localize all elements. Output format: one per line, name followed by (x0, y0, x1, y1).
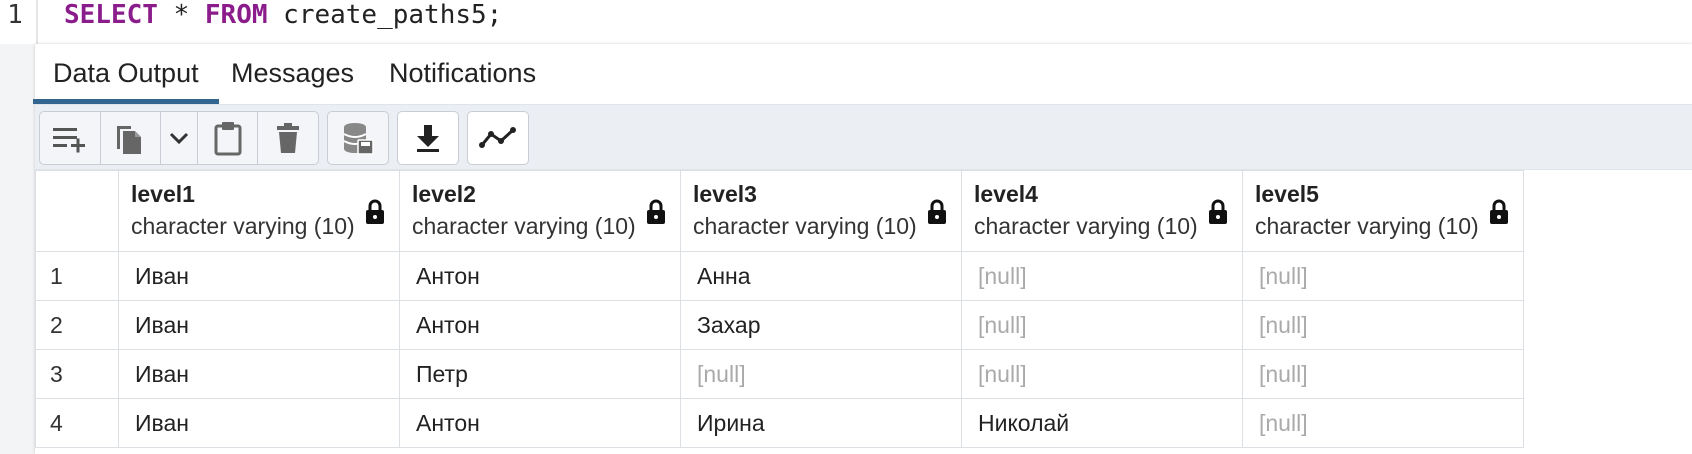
copy-icon (117, 126, 142, 154)
table-cell[interactable]: Анна (680, 251, 962, 301)
tab-data-output[interactable]: Data Output (33, 44, 219, 104)
table-cell[interactable]: Захар (680, 300, 962, 350)
table-cell[interactable]: [null] (1242, 398, 1524, 448)
table-cell[interactable]: Иван (118, 398, 400, 448)
column-type: character varying (10) (1255, 213, 1479, 239)
row-number[interactable]: 2 (35, 300, 119, 350)
sql-keyword-from: FROM (204, 0, 268, 30)
table-row[interactable]: 4 Иван Антон Ирина Николай [null] (35, 398, 1524, 448)
table-cell[interactable]: [null] (961, 251, 1243, 301)
sql-query-line[interactable]: SELECT * FROM create_paths5; (64, 0, 502, 31)
table-cell[interactable]: Антон (399, 398, 681, 448)
lock-icon (928, 199, 946, 224)
row-number-header[interactable] (35, 170, 119, 252)
row-number[interactable]: 1 (35, 251, 119, 301)
column-name: level4 (974, 181, 1038, 207)
download-button-group (397, 111, 459, 165)
row-number[interactable]: 3 (35, 349, 119, 399)
column-type: character varying (10) (131, 213, 355, 239)
table-row[interactable]: 3 Иван Петр [null] [null] [null] (35, 349, 1524, 399)
table-cell[interactable]: [null] (1242, 349, 1524, 399)
table-cell[interactable]: Антон (399, 300, 681, 350)
graph-visualiser-button[interactable] (468, 112, 528, 164)
graph-icon (479, 127, 516, 148)
column-header-level5[interactable]: level5 character varying (10) (1242, 170, 1524, 252)
copy-options-dropdown[interactable] (161, 112, 198, 164)
sql-table-name: create_paths5; (267, 0, 503, 30)
column-header-level3[interactable]: level3 character varying (10) (680, 170, 962, 252)
sql-keyword-select: SELECT (64, 0, 158, 30)
table-cell[interactable]: Николай (961, 398, 1243, 448)
column-name: level3 (693, 181, 757, 207)
table-cell[interactable]: Петр (399, 349, 681, 399)
table-cell[interactable]: [null] (1242, 300, 1524, 350)
table-cell[interactable]: Ирина (680, 398, 962, 448)
line-number: 1 (7, 0, 23, 30)
results-table: level1 character varying (10) level2 cha… (35, 170, 1524, 448)
add-row-icon (52, 128, 85, 153)
table-cell[interactable]: Антон (399, 251, 681, 301)
column-header-level1[interactable]: level1 character varying (10) (118, 170, 400, 252)
sql-star: * (157, 0, 205, 30)
tab-messages[interactable]: Messages (231, 58, 355, 88)
table-row[interactable]: 2 Иван Антон Захар [null] [null] (35, 300, 1524, 350)
table-cell[interactable]: [null] (1242, 251, 1524, 301)
tab-notifications[interactable]: Notifications (389, 58, 537, 88)
data-toolbar (35, 104, 1692, 170)
column-header-level4[interactable]: level4 character varying (10) (961, 170, 1243, 252)
column-name: level5 (1255, 181, 1319, 207)
download-icon (417, 125, 439, 152)
column-type: character varying (10) (412, 213, 636, 239)
lock-icon (1209, 199, 1227, 224)
table-cell[interactable]: [null] (961, 300, 1243, 350)
copy-button[interactable] (101, 112, 162, 164)
graph-button-group (467, 111, 529, 165)
column-header-level2[interactable]: level2 character varying (10) (399, 170, 681, 252)
lock-icon (1490, 199, 1508, 224)
save-button-group (327, 111, 389, 165)
paste-button[interactable] (198, 112, 259, 164)
edit-button-group (39, 111, 319, 165)
table-cell[interactable]: [null] (961, 349, 1243, 399)
results-panel: Data Output Messages Notifications (33, 44, 1692, 454)
table-cell[interactable]: Иван (118, 251, 400, 301)
column-name: level2 (412, 181, 476, 207)
delete-button[interactable] (258, 112, 318, 164)
results-tabs: Data Output Messages Notifications (33, 44, 1692, 104)
table-row[interactable]: 1 Иван Антон Анна [null] [null] (35, 251, 1524, 301)
add-row-button[interactable] (40, 112, 101, 164)
save-data-icon (343, 123, 374, 155)
paste-icon (214, 122, 242, 156)
delete-icon (277, 123, 300, 153)
save-data-button[interactable] (328, 112, 388, 164)
table-cell[interactable]: Иван (118, 300, 400, 350)
results-grid: level1 character varying (10) level2 cha… (35, 170, 1692, 454)
chevron-down-icon (169, 132, 189, 145)
lock-icon (366, 199, 384, 224)
table-cell[interactable]: [null] (680, 349, 962, 399)
header-row: level1 character varying (10) level2 cha… (35, 170, 1524, 252)
download-button[interactable] (398, 112, 458, 164)
sql-editor[interactable]: 1 SELECT * FROM create_paths5; (0, 0, 1692, 44)
row-number[interactable]: 4 (35, 398, 119, 448)
column-type: character varying (10) (693, 213, 917, 239)
gutter-divider (36, 0, 38, 44)
lock-icon (647, 199, 665, 224)
column-type: character varying (10) (974, 213, 1198, 239)
table-cell[interactable]: Иван (118, 349, 400, 399)
column-name: level1 (131, 181, 195, 207)
